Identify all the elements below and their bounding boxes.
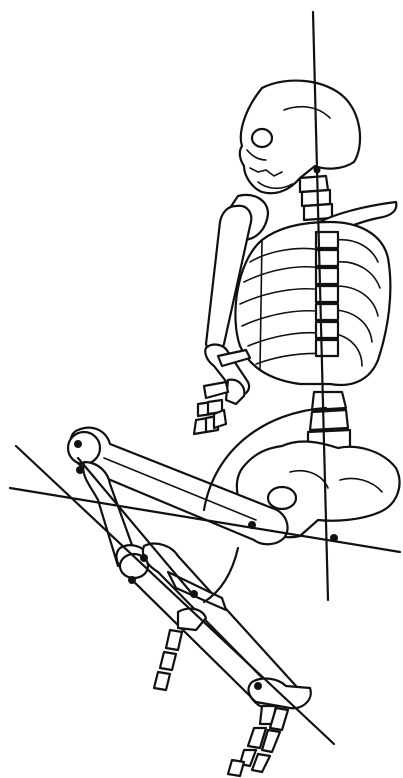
foot [228, 679, 311, 776]
joint-dot-fibula-top [128, 576, 136, 584]
joint-dot-ankle [254, 682, 262, 690]
joint-dot-hip-right [330, 534, 338, 542]
joint-dot-spine-top [314, 167, 321, 174]
joint-dot-hip [248, 521, 256, 529]
joint-dot-tibia-top [140, 554, 148, 562]
joint-dot-shank-mid [190, 590, 198, 598]
rib-cage [235, 222, 390, 385]
joint-dot-knee-lower [76, 466, 84, 474]
joint-dot-knee-upper [74, 440, 82, 448]
cervical-spine [300, 176, 332, 220]
skull [240, 81, 360, 194]
